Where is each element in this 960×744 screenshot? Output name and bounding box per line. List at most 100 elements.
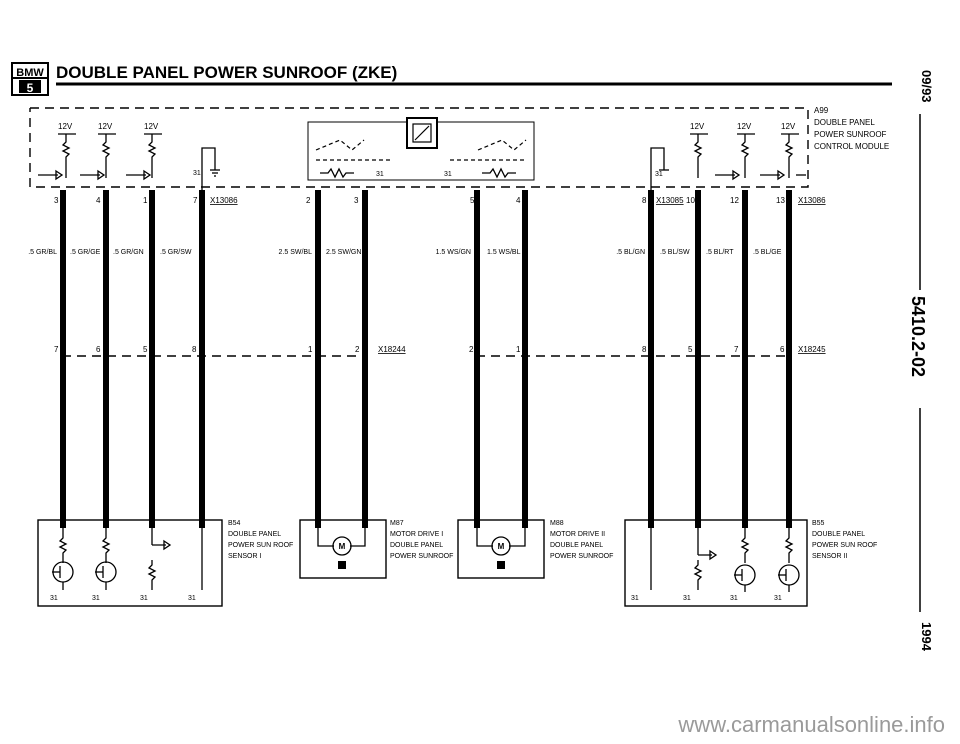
component-line: DOUBLE PANEL <box>390 542 443 549</box>
ground-symbol: 31 <box>193 147 220 190</box>
wire-label: 2.5 SW/BL <box>279 249 313 256</box>
connector-x13085: X13085 <box>656 196 684 205</box>
pin-number: 12 <box>730 196 739 205</box>
component-id: M87 <box>390 520 404 527</box>
left-supplies: 12V 12V 12V <box>38 122 162 181</box>
wire-harness <box>60 190 792 528</box>
wire-label: .5 GR/GE <box>70 249 101 256</box>
component-line: POWER SUN ROOF <box>812 542 877 549</box>
connector-x13086-right: X13086 <box>798 196 826 205</box>
supply-label: 12V <box>58 122 73 131</box>
pullup-resistor <box>61 134 71 178</box>
wire-labels: .5 GR/BL .5 GR/GE .5 GR/GN .5 GR/SW 2.5 … <box>28 249 782 256</box>
pin-number: 2 <box>469 345 474 354</box>
pin-number: 1 <box>308 345 313 354</box>
side-margin: 09/93 5410.2-02 1994 <box>908 70 934 652</box>
component-line: POWER SUNROOF <box>390 553 453 560</box>
page-title: DOUBLE PANEL POWER SUNROOF (ZKE) <box>56 63 397 82</box>
wire-label: .5 GR/SW <box>160 249 192 256</box>
wire-label: .5 BL/GE <box>753 249 782 256</box>
ground-label: 31 <box>140 595 148 602</box>
component-line: SENSOR I <box>228 553 262 560</box>
motor-icon <box>491 536 511 556</box>
shunt-resistor <box>482 167 516 179</box>
module-line-2: POWER SUNROOF <box>814 130 887 139</box>
pullup-resistor <box>693 134 703 178</box>
motor-m87: M M87 MOTOR DRIVE I DOUBLE PANEL POWER S… <box>299 519 453 579</box>
pin-number: 6 <box>780 345 785 354</box>
component-line: DOUBLE PANEL <box>812 531 865 538</box>
ground-symbol: 31 <box>650 147 669 190</box>
supply-label: 12V <box>781 122 796 131</box>
wire-label: 2.5 SW/GN <box>326 249 361 256</box>
component-line: POWER SUN ROOF <box>228 542 293 549</box>
connector-x13086-left: X13086 <box>210 196 238 205</box>
ground-label: 31 <box>683 595 691 602</box>
pin-number: 4 <box>516 196 521 205</box>
wire-label: 1.5 WS/BL <box>487 249 521 256</box>
pin-number: 13 <box>776 196 785 205</box>
pin-number: 5 <box>688 345 693 354</box>
pin-number: 2 <box>355 345 360 354</box>
component-line: MOTOR DRIVE I <box>390 531 443 538</box>
pin-number: 1 <box>143 196 148 205</box>
pullup-resistor <box>740 134 750 178</box>
control-module-a99: A99 DOUBLE PANEL POWER SUNROOF CONTROL M… <box>29 106 889 190</box>
wire-label: 1.5 WS/GN <box>436 249 471 256</box>
wire-label: .5 BL/GN <box>616 249 645 256</box>
page-code: 5410.2-02 <box>908 296 928 377</box>
motor-symbol: M <box>498 542 505 551</box>
wire-label: .5 BL/RT <box>706 249 734 256</box>
wire-label: .5 BL/SW <box>660 249 690 256</box>
pin-number: 5 <box>470 196 475 205</box>
pin-number: 3 <box>354 196 359 205</box>
series-badge: 5 <box>27 81 34 95</box>
pin-number: 8 <box>642 345 647 354</box>
supply-label: 12V <box>144 122 159 131</box>
supply-label: 12V <box>98 122 113 131</box>
inline-pin-labels: 7 6 5 8 1 2 2 1 8 5 7 6 <box>54 345 785 354</box>
ground-label: 31 <box>376 171 384 178</box>
component-line: DOUBLE PANEL <box>228 531 281 538</box>
module-line-1: DOUBLE PANEL <box>814 118 875 127</box>
component-id: B54 <box>228 520 241 527</box>
pin-number: 4 <box>96 196 101 205</box>
ground-label: 31 <box>655 171 663 178</box>
motor-relays: 31 31 <box>307 117 535 181</box>
bmw-logo-text: BMW <box>16 67 44 79</box>
watermark: www.carmanualsonline.info <box>677 712 945 737</box>
ground-label: 31 <box>92 595 100 602</box>
pin-number: 7 <box>734 345 739 354</box>
ground-label: 31 <box>730 595 738 602</box>
module-id: A99 <box>814 106 829 115</box>
sensor-b55: 31 31 31 31 B55 DOUBLE PANEL POWER SUN R… <box>624 519 877 607</box>
ground-label: 31 <box>444 171 452 178</box>
pin-number: 8 <box>192 345 197 354</box>
component-id: B55 <box>812 520 825 527</box>
motor-symbol: M <box>339 542 346 551</box>
component-line: MOTOR DRIVE II <box>550 531 605 538</box>
date-label: 09/93 <box>919 70 934 103</box>
right-supplies: 12V 12V 12V <box>690 122 806 181</box>
component-line: POWER SUNROOF <box>550 553 613 560</box>
supply-label: 12V <box>737 122 752 131</box>
pullup-resistor <box>147 134 157 178</box>
header: BMW 5 DOUBLE PANEL POWER SUNROOF (ZKE) <box>11 62 892 96</box>
component-line: DOUBLE PANEL <box>550 542 603 549</box>
component-id: M88 <box>550 520 564 527</box>
pullup-resistor <box>784 134 794 178</box>
ground-label: 31 <box>188 595 196 602</box>
ground-label: 31 <box>193 170 201 177</box>
connector-x18244: X18244 <box>378 345 406 354</box>
motor-connector <box>338 561 346 569</box>
module-pin-labels: 3 4 1 7 2 3 5 4 8 10 12 13 <box>54 196 785 205</box>
motor-icon <box>332 536 352 556</box>
shunt-resistor <box>320 167 354 179</box>
connector-x18245: X18245 <box>798 345 826 354</box>
pin-number: 8 <box>642 196 647 205</box>
wire-label: .5 GR/BL <box>28 249 57 256</box>
component-line: SENSOR II <box>812 553 847 560</box>
pullup-resistor <box>101 134 111 178</box>
supply-label: 12V <box>690 122 705 131</box>
year-label: 1994 <box>919 622 934 652</box>
